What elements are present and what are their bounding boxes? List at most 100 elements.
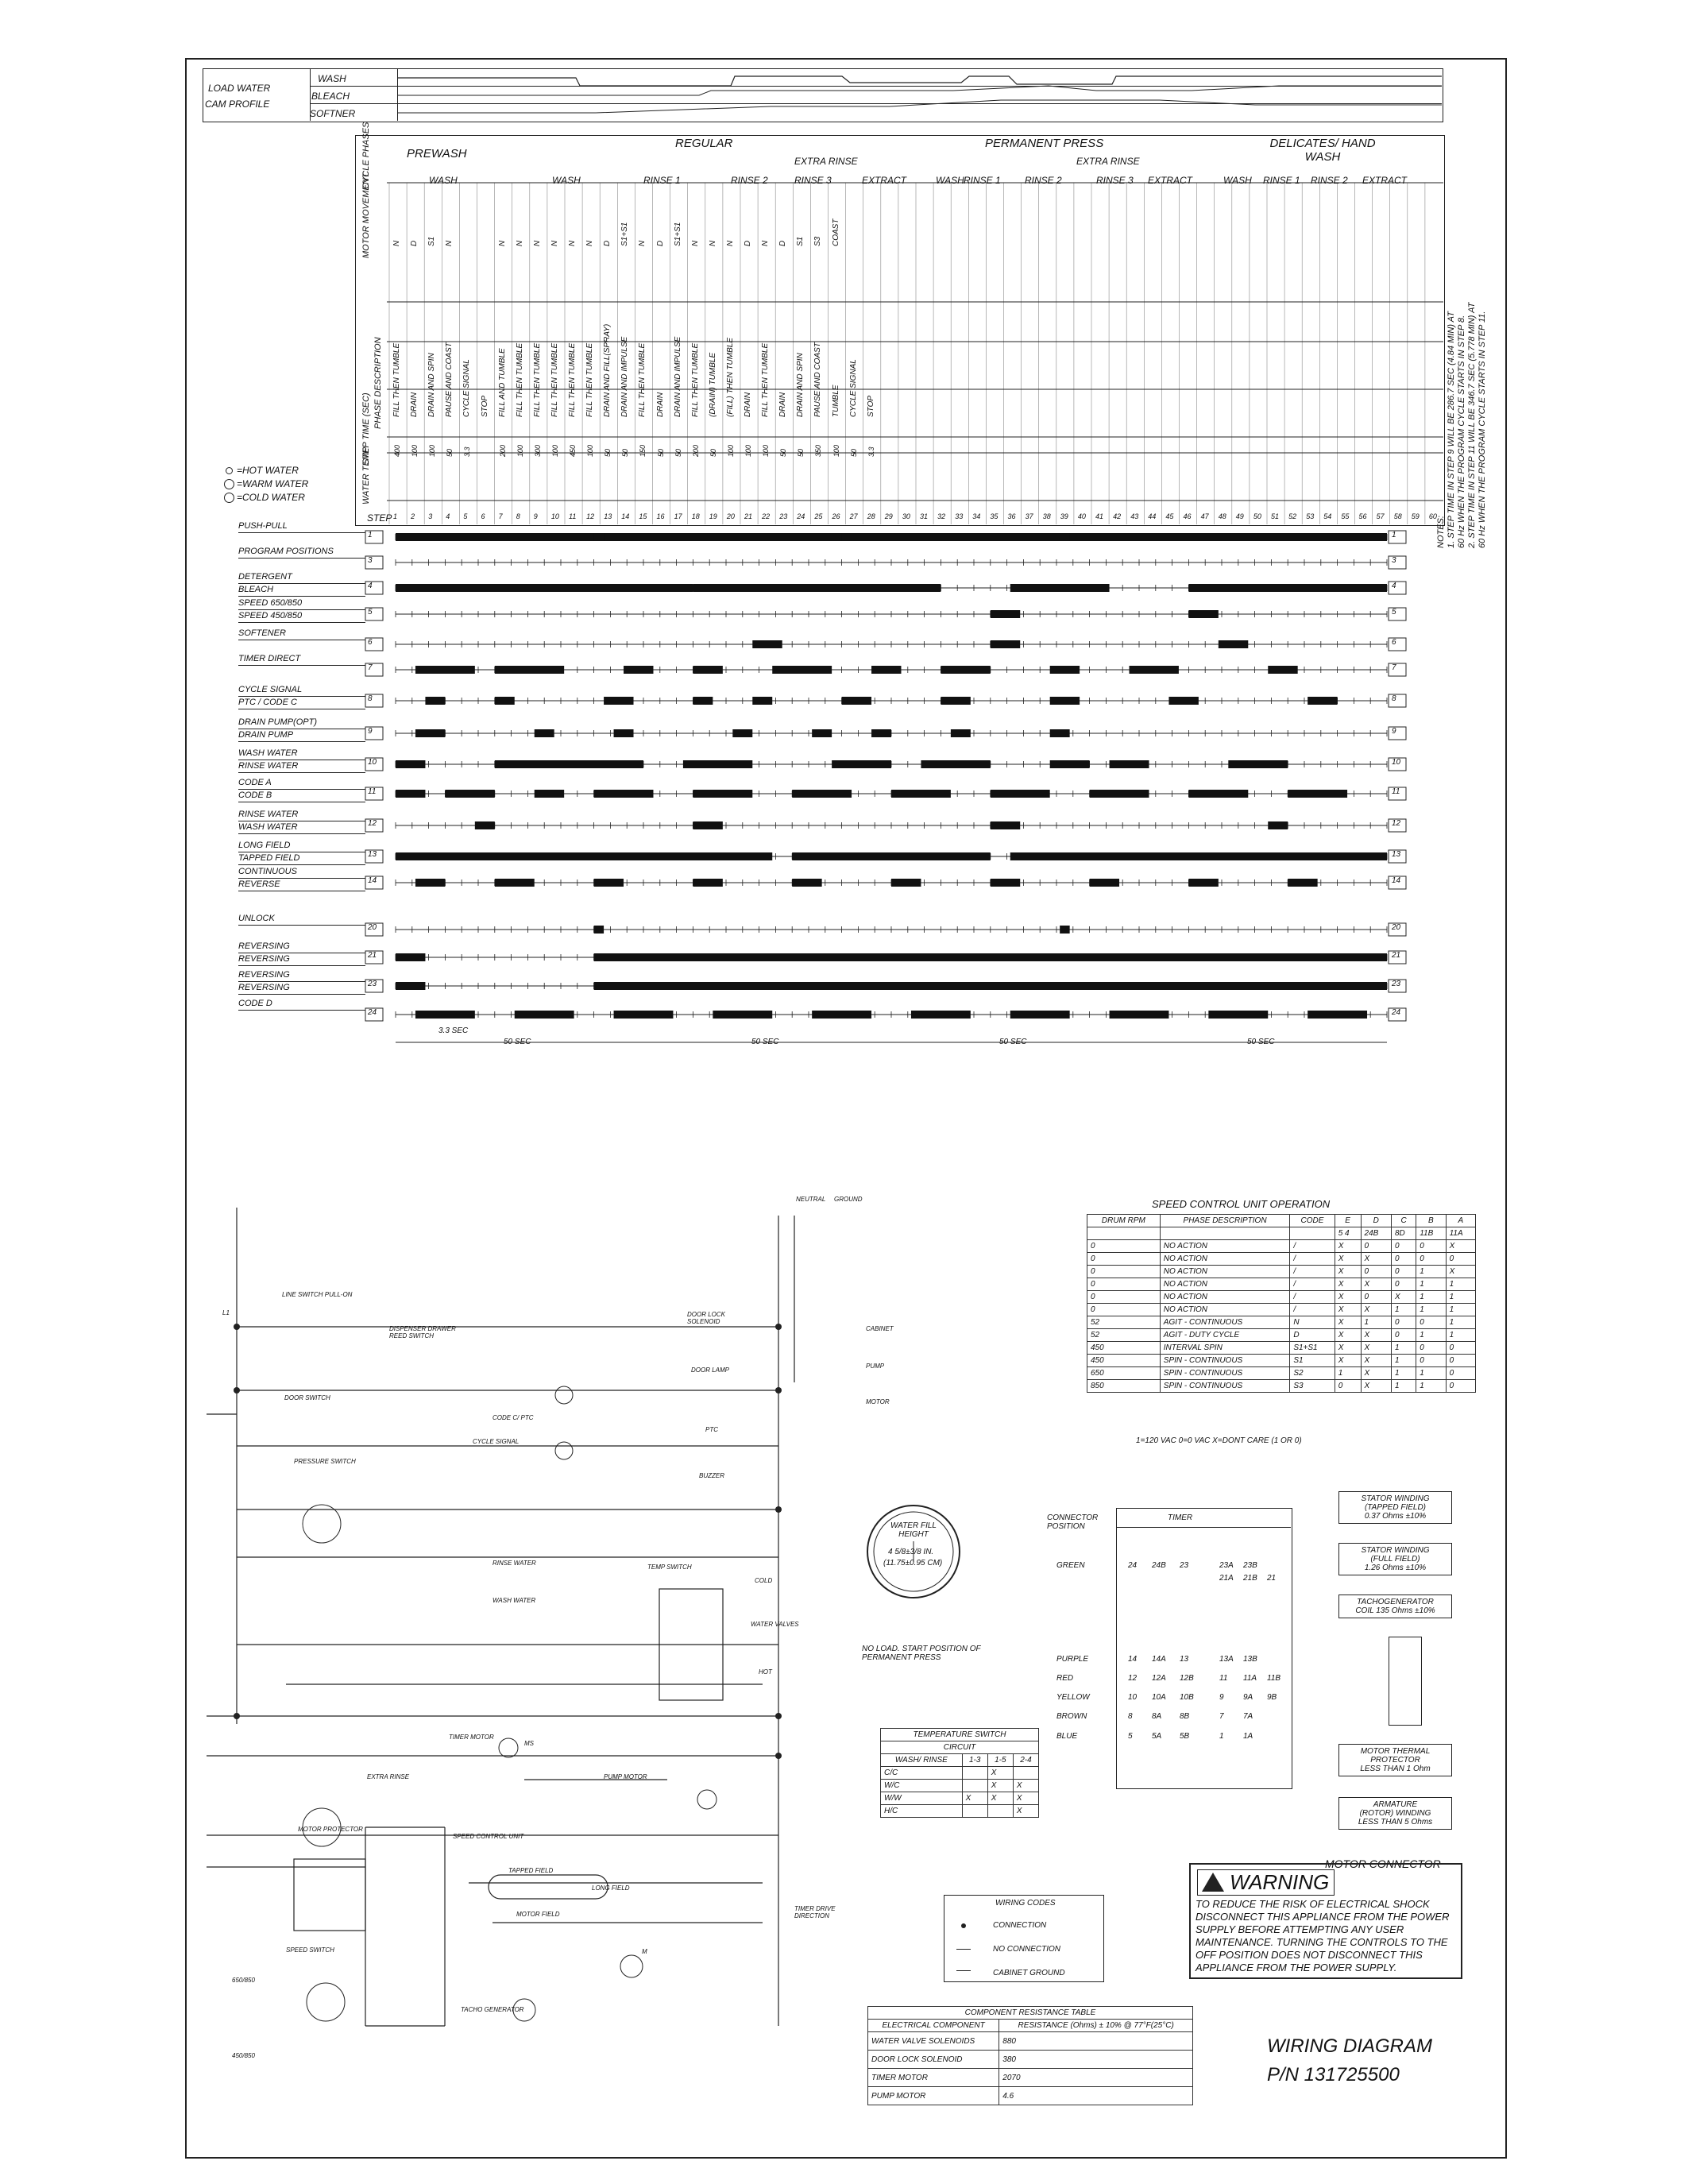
timer-chart <box>365 530 1407 1043</box>
speed-cell: SPIN - CONTINUOUS <box>1159 1354 1291 1367</box>
timer-row-number: 4 <box>368 582 373 590</box>
timer-row-number-box-right <box>1388 787 1407 801</box>
motor-movement-header: MOTOR MOVEMENT <box>361 172 371 258</box>
timer-cam-segment <box>1089 790 1149 798</box>
speed-cell: 0 <box>1390 1265 1417 1278</box>
step-number: 4 <box>446 512 450 520</box>
water-fill-caption: NO LOAD. START POSITION OF PERMANENT PRE… <box>862 1645 981 1662</box>
timer-cam-segment <box>425 697 446 705</box>
timer-row-number: 7 <box>368 663 373 672</box>
schematic-label-tacho: TACHO GENERATOR <box>461 2006 524 2013</box>
motor-movement: N <box>550 240 559 246</box>
motor-movement: N <box>515 240 524 246</box>
pp-extract: EXTRACT <box>1148 175 1193 186</box>
speed-cell: 1 <box>1334 1366 1362 1380</box>
temp-cell: X <box>1012 1804 1040 1818</box>
motor-component-box: STATOR WINDING(FULL FIELD)1.26 Ohms ±10% <box>1338 1543 1452 1575</box>
motor-movement: D <box>778 240 788 246</box>
temp-cell: X <box>987 1766 1014 1780</box>
timer-cam-segment <box>593 953 1387 961</box>
motor-movement: N <box>638 240 647 246</box>
speed-cell: 0 <box>1087 1278 1161 1291</box>
pp-rinse1: RINSE 1 <box>964 175 1001 186</box>
motor-component-line: LESS THAN 5 Ohms <box>1358 1818 1433 1826</box>
timer-row-label: RINSE WATER <box>238 810 299 819</box>
timer-row-number-box-right <box>1388 757 1407 771</box>
timer-cam-segment <box>871 729 891 737</box>
connector-pin: 1 <box>1219 1732 1224 1741</box>
speed-cell: X <box>1360 1341 1392 1355</box>
speed-cell: 0 <box>1445 1341 1477 1355</box>
schematic-label-long-field: LONG FIELD <box>592 1884 630 1892</box>
motor-movement: S3 <box>813 236 823 246</box>
connector-pin: 1A <box>1243 1732 1253 1741</box>
step-time: 50 <box>604 448 612 457</box>
motor-movement: COAST <box>831 218 840 246</box>
timer-row-number-right: 23 <box>1392 980 1401 988</box>
timer-cam-segment <box>1168 697 1199 705</box>
speed-cell: 0 <box>1445 1366 1477 1380</box>
step-number: 41 <box>1095 512 1104 520</box>
motor-component-line: MOTOR THERMAL <box>1360 1747 1431 1756</box>
speed-subheader <box>1159 1227 1291 1240</box>
motor-movement: N <box>445 240 454 246</box>
pp-rinse2: RINSE 2 <box>1025 175 1062 186</box>
timing-segment: 50 SEC <box>999 1038 1027 1046</box>
group-regular: REGULAR <box>675 137 733 150</box>
speed-cell: X <box>1390 1290 1417 1304</box>
timer-cam-segment <box>841 697 872 705</box>
speed-cell: / <box>1289 1239 1335 1253</box>
connector-pin: 9 <box>1219 1693 1224 1702</box>
speed-header: PHASE DESCRIPTION <box>1159 1214 1291 1227</box>
timer-row-number-right: 10 <box>1392 758 1401 767</box>
timer-row-number-box-right <box>1388 607 1407 621</box>
connector-pin: 8 <box>1128 1712 1133 1721</box>
timer-cam-segment <box>772 666 832 674</box>
timer-row-number-right: 7 <box>1392 663 1396 672</box>
motor-movement: N <box>725 240 735 246</box>
phase-description: TUMBLE <box>831 385 840 417</box>
temp-cell <box>1012 1766 1040 1780</box>
speed-cell: AGIT - CONTINUOUS <box>1159 1316 1291 1329</box>
motor-movement: N <box>392 240 401 246</box>
speed-cell: 1 <box>1416 1379 1447 1393</box>
motor-component-line: STATOR WINDING <box>1361 1494 1430 1503</box>
timer-cam-segment <box>1218 640 1249 648</box>
group-prewash-wash: WASH <box>429 175 458 186</box>
timer-cam-segment <box>396 790 426 798</box>
timer-row-label: PROGRAM POSITIONS <box>238 547 334 556</box>
schematic-label-speed-control: SPEED CONTROL UNIT <box>453 1833 524 1840</box>
speed-cell: 1 <box>1445 1328 1477 1342</box>
timer-cam-segment <box>613 1011 674 1019</box>
timer-cam-segment <box>1049 666 1080 674</box>
temp-switch-title: TEMPERATURE SWITCH <box>880 1728 1039 1741</box>
step-number: 7 <box>498 512 503 520</box>
timer-row-number-right: 4 <box>1392 582 1396 590</box>
step-number: 32 <box>937 512 946 520</box>
timer-connector-box <box>1116 1508 1292 1789</box>
step-number: 50 <box>1253 512 1261 520</box>
step-number: 37 <box>1025 512 1033 520</box>
connector-pin: 21A <box>1219 1574 1234 1583</box>
timer-row-label: CODE A <box>238 778 272 787</box>
connector-pin: 13 <box>1180 1655 1189 1664</box>
phase-description: PAUSE AND COAST <box>445 342 454 417</box>
temp-cell: X <box>987 1792 1014 1805</box>
label-underline <box>238 596 365 597</box>
speed-cell: 0 <box>1087 1290 1161 1304</box>
timer-row-number-right: 9 <box>1392 727 1396 736</box>
motor-movement: S1+S1 <box>620 222 630 246</box>
step-number: 49 <box>1235 512 1244 520</box>
timer-row-number-right: 12 <box>1392 819 1401 828</box>
timer-row-number-right: 13 <box>1392 850 1401 859</box>
timer-row-number-right: 8 <box>1392 694 1396 703</box>
timer-row-number-box-right <box>1388 555 1407 570</box>
timer-cam-segment <box>1268 666 1298 674</box>
speed-cell: S3 <box>1289 1379 1335 1393</box>
speed-cell: 650 <box>1087 1366 1161 1380</box>
speed-cell: X <box>1445 1265 1477 1278</box>
speed-cell: X <box>1334 1303 1362 1316</box>
del-extract: EXTRACT <box>1362 175 1408 186</box>
connector-pin: 12A <box>1152 1674 1166 1683</box>
